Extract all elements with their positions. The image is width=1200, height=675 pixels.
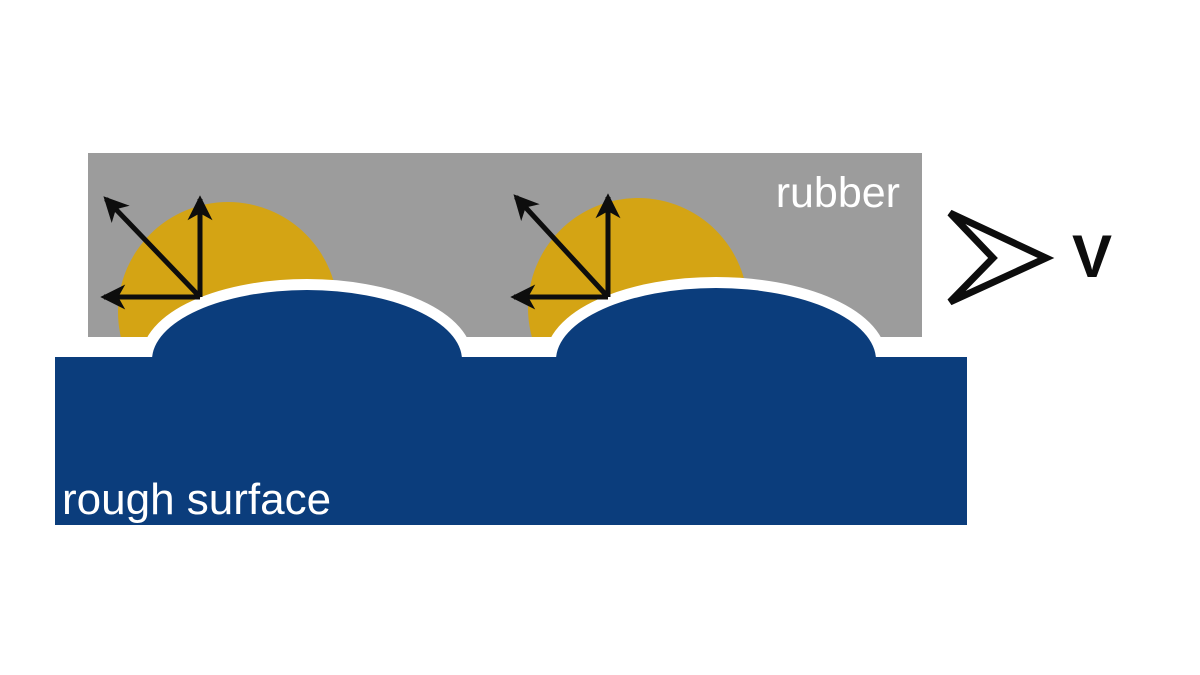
rough-surface-label: rough surface [62, 475, 331, 524]
force-arrow-left-diagonal-icon [103, 196, 202, 299]
rubber-label: rubber [776, 169, 900, 217]
asperity-right [556, 288, 876, 360]
velocity-label: V [1072, 223, 1112, 290]
force-arrow-right-diagonal-icon [513, 194, 610, 299]
asperity-left [152, 290, 462, 360]
rough-surface-block [55, 357, 967, 525]
force-arrows-left [100, 195, 213, 310]
force-arrows-right [510, 193, 621, 310]
velocity-chevron-icon [947, 209, 1055, 306]
